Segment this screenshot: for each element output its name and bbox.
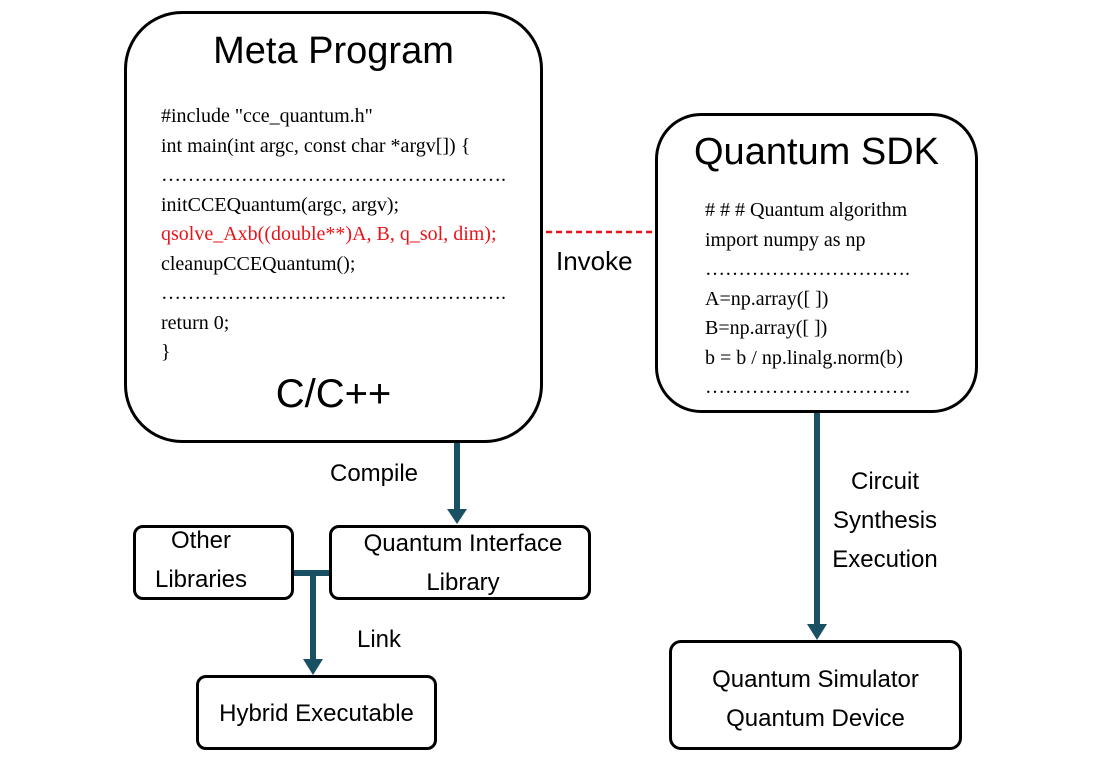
code-line: #include "cce_quantum.h"	[161, 105, 373, 127]
code-line: import numpy as np	[705, 228, 866, 251]
hybrid-executable-label: Hybrid Executable	[219, 700, 414, 727]
code-line-highlighted: qsolve_Axb((double**)A, B, q_sol, dim);	[161, 223, 497, 245]
other-libraries-box	[133, 525, 294, 600]
circuit-synthesis-execution-label: Circuit Synthesis Execution	[820, 462, 950, 579]
code-line: ………………………….	[705, 258, 910, 280]
invoke-label: Invoke	[556, 246, 633, 276]
compile-label: Compile	[330, 460, 419, 487]
box-label-line: Quantum Simulator	[712, 666, 919, 693]
quantum-interface-library-box	[329, 525, 591, 600]
hybrid-executable-box	[196, 675, 437, 750]
box-label-line: Quantum Interface	[363, 530, 563, 557]
box-label-line: Quantum Device	[726, 705, 905, 732]
box-label-line: Library	[426, 569, 500, 596]
quantum-sdk-code: # # # Quantum algorithm import numpy as …	[705, 196, 910, 403]
link-arrowhead	[303, 659, 323, 675]
link-label: Link	[357, 626, 402, 653]
meta-program-language: C/C++	[275, 372, 392, 416]
circuit-label-line: Execution	[832, 546, 938, 573]
quantum-simulator-box	[669, 640, 962, 750]
code-line: int main(int argc, const char *argv[]) {	[161, 134, 471, 157]
code-line: return 0;	[161, 311, 230, 334]
code-line: B=np.array([ ])	[705, 317, 828, 339]
quantum-simulator-label: Quantum Simulator Quantum Device	[669, 660, 962, 738]
circuit-label-line: Circuit	[850, 468, 919, 495]
code-line: ………………………….	[705, 376, 910, 398]
code-line: initCCEQuantum(argc, argv);	[161, 193, 400, 216]
quantum-sdk-box	[655, 113, 978, 413]
meta-program-code: #include "cce_quantum.h" int main(int ar…	[161, 102, 506, 368]
meta-program-box	[124, 11, 543, 443]
compile-arrowhead	[447, 509, 467, 524]
circuit-arrowhead	[807, 624, 827, 640]
code-line: …………………………………………….	[161, 282, 506, 304]
code-line: b = b / np.linalg.norm(b)	[705, 346, 903, 369]
code-line: }	[161, 341, 171, 363]
code-line: # # # Quantum algorithm	[705, 199, 908, 221]
box-label-line: Libraries	[154, 566, 248, 593]
circuit-label-line: Synthesis	[832, 507, 938, 534]
code-line: A=np.array([ ])	[705, 287, 829, 310]
code-line: …………………………………………….	[161, 164, 506, 186]
other-libraries-label: Other Libraries	[133, 521, 269, 599]
code-line: cleanupCCEQuantum();	[161, 252, 356, 275]
meta-program-title: Meta Program	[213, 30, 454, 72]
quantum-sdk-title: Quantum SDK	[694, 131, 939, 173]
quantum-interface-library-label: Quantum Interface Library	[335, 524, 591, 602]
box-label-line: Other	[170, 527, 232, 554]
